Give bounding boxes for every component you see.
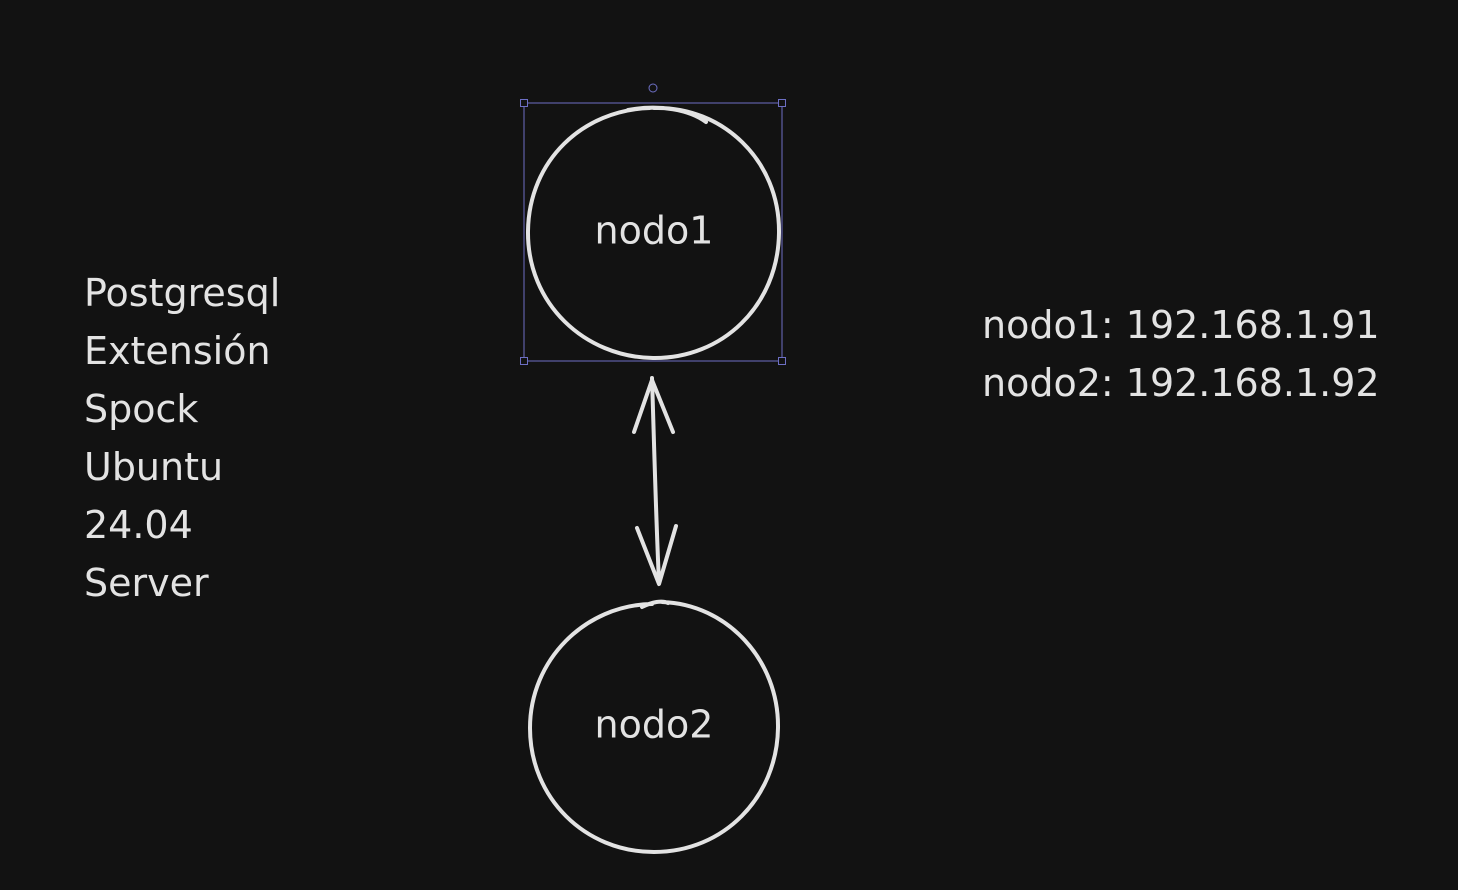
node-nodo2-circle: [528, 599, 781, 854]
selection-outline: [523, 102, 783, 362]
node-nodo2-label: nodo2: [595, 703, 714, 747]
left-note-line-5: 24.04: [84, 503, 193, 547]
rotate-handle[interactable]: [648, 83, 658, 93]
arrow-shaft: [650, 376, 661, 584]
left-note-line-4: Ubuntu: [84, 445, 223, 489]
left-note-line-6: Server: [84, 561, 209, 605]
selection-box[interactable]: [520, 83, 786, 365]
node-nodo1[interactable]: nodo1: [525, 105, 782, 361]
left-note-line-2: Extensión: [84, 329, 271, 373]
arrow-head-top: [632, 378, 675, 434]
arrow-head-bottom: [635, 524, 678, 586]
node-nodo1-circle: [525, 105, 782, 361]
right-note[interactable]: nodo1: 192.168.1.91 nodo2: 192.168.1.92: [982, 303, 1380, 405]
resize-handle-bottom-left[interactable]: [520, 357, 528, 365]
resize-handle-top-right[interactable]: [778, 99, 786, 107]
left-note[interactable]: Postgresql Extensión Spock Ubuntu 24.04 …: [84, 271, 280, 605]
left-note-line-1: Postgresql: [84, 271, 280, 315]
node-nodo1-label: nodo1: [595, 209, 714, 253]
node-nodo2[interactable]: nodo2: [528, 599, 781, 854]
bidirectional-arrow[interactable]: [632, 376, 678, 586]
right-note-line-2: nodo2: 192.168.1.92: [982, 361, 1380, 405]
resize-handle-top-left[interactable]: [520, 99, 528, 107]
right-note-line-1: nodo1: 192.168.1.91: [982, 303, 1380, 347]
left-note-line-3: Spock: [84, 387, 198, 431]
resize-handle-bottom-right[interactable]: [778, 357, 786, 365]
